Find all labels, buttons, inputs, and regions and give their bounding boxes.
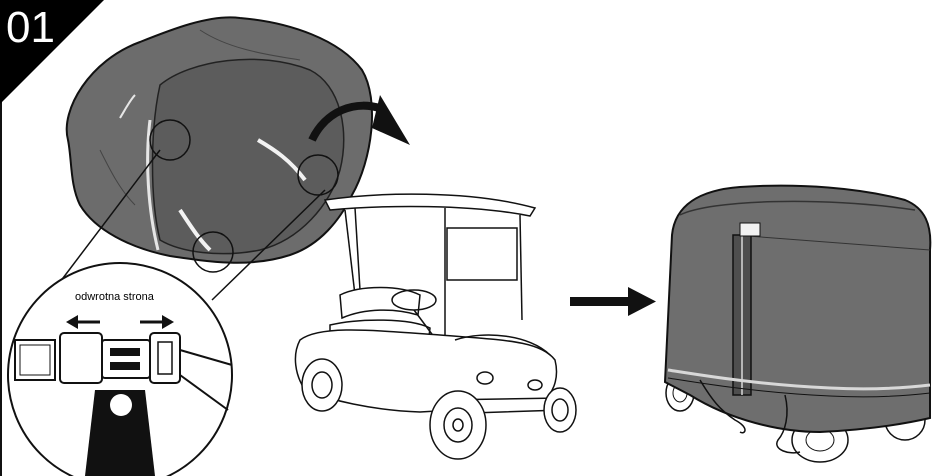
detail-circle-1 (149, 119, 191, 161)
step-badge: 01 (0, 0, 104, 104)
right-arrow-icon (570, 287, 656, 316)
callout-label: odwrotna strona (75, 291, 155, 303)
golf-cart (294, 193, 577, 460)
detail-circle-3 (192, 231, 234, 273)
pull-left-arrow-icon (66, 315, 100, 329)
curved-arrow-icon (308, 95, 410, 145)
step-number: 01 (6, 3, 55, 52)
folded-cover (65, 16, 373, 273)
buckle-icon (59, 332, 181, 384)
detail-circle-2 (297, 154, 339, 196)
leader-line-right (211, 189, 326, 301)
buckle-detail-callout: odwrotna strona (7, 262, 233, 476)
covered-cart (663, 184, 932, 463)
leader-line-left (59, 149, 161, 283)
pull-right-arrow-icon (140, 315, 174, 329)
